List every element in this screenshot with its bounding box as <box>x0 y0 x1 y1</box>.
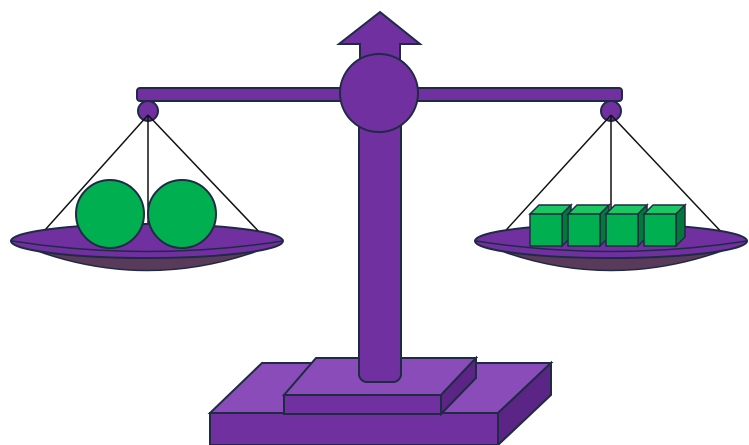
left-pan-dish <box>11 224 283 258</box>
base-plinth-front <box>284 395 441 414</box>
right-pan-weights <box>530 205 685 246</box>
cube-weight <box>568 205 609 246</box>
cube-weight <box>606 205 647 246</box>
cube-weight <box>530 205 571 246</box>
scale-post <box>359 98 401 382</box>
pivot-circle <box>340 54 418 132</box>
sphere-weight <box>76 180 144 248</box>
base-slab-front <box>210 413 498 445</box>
cube-weight <box>644 205 685 246</box>
left-pan <box>11 224 283 271</box>
sphere-weight <box>148 180 216 248</box>
